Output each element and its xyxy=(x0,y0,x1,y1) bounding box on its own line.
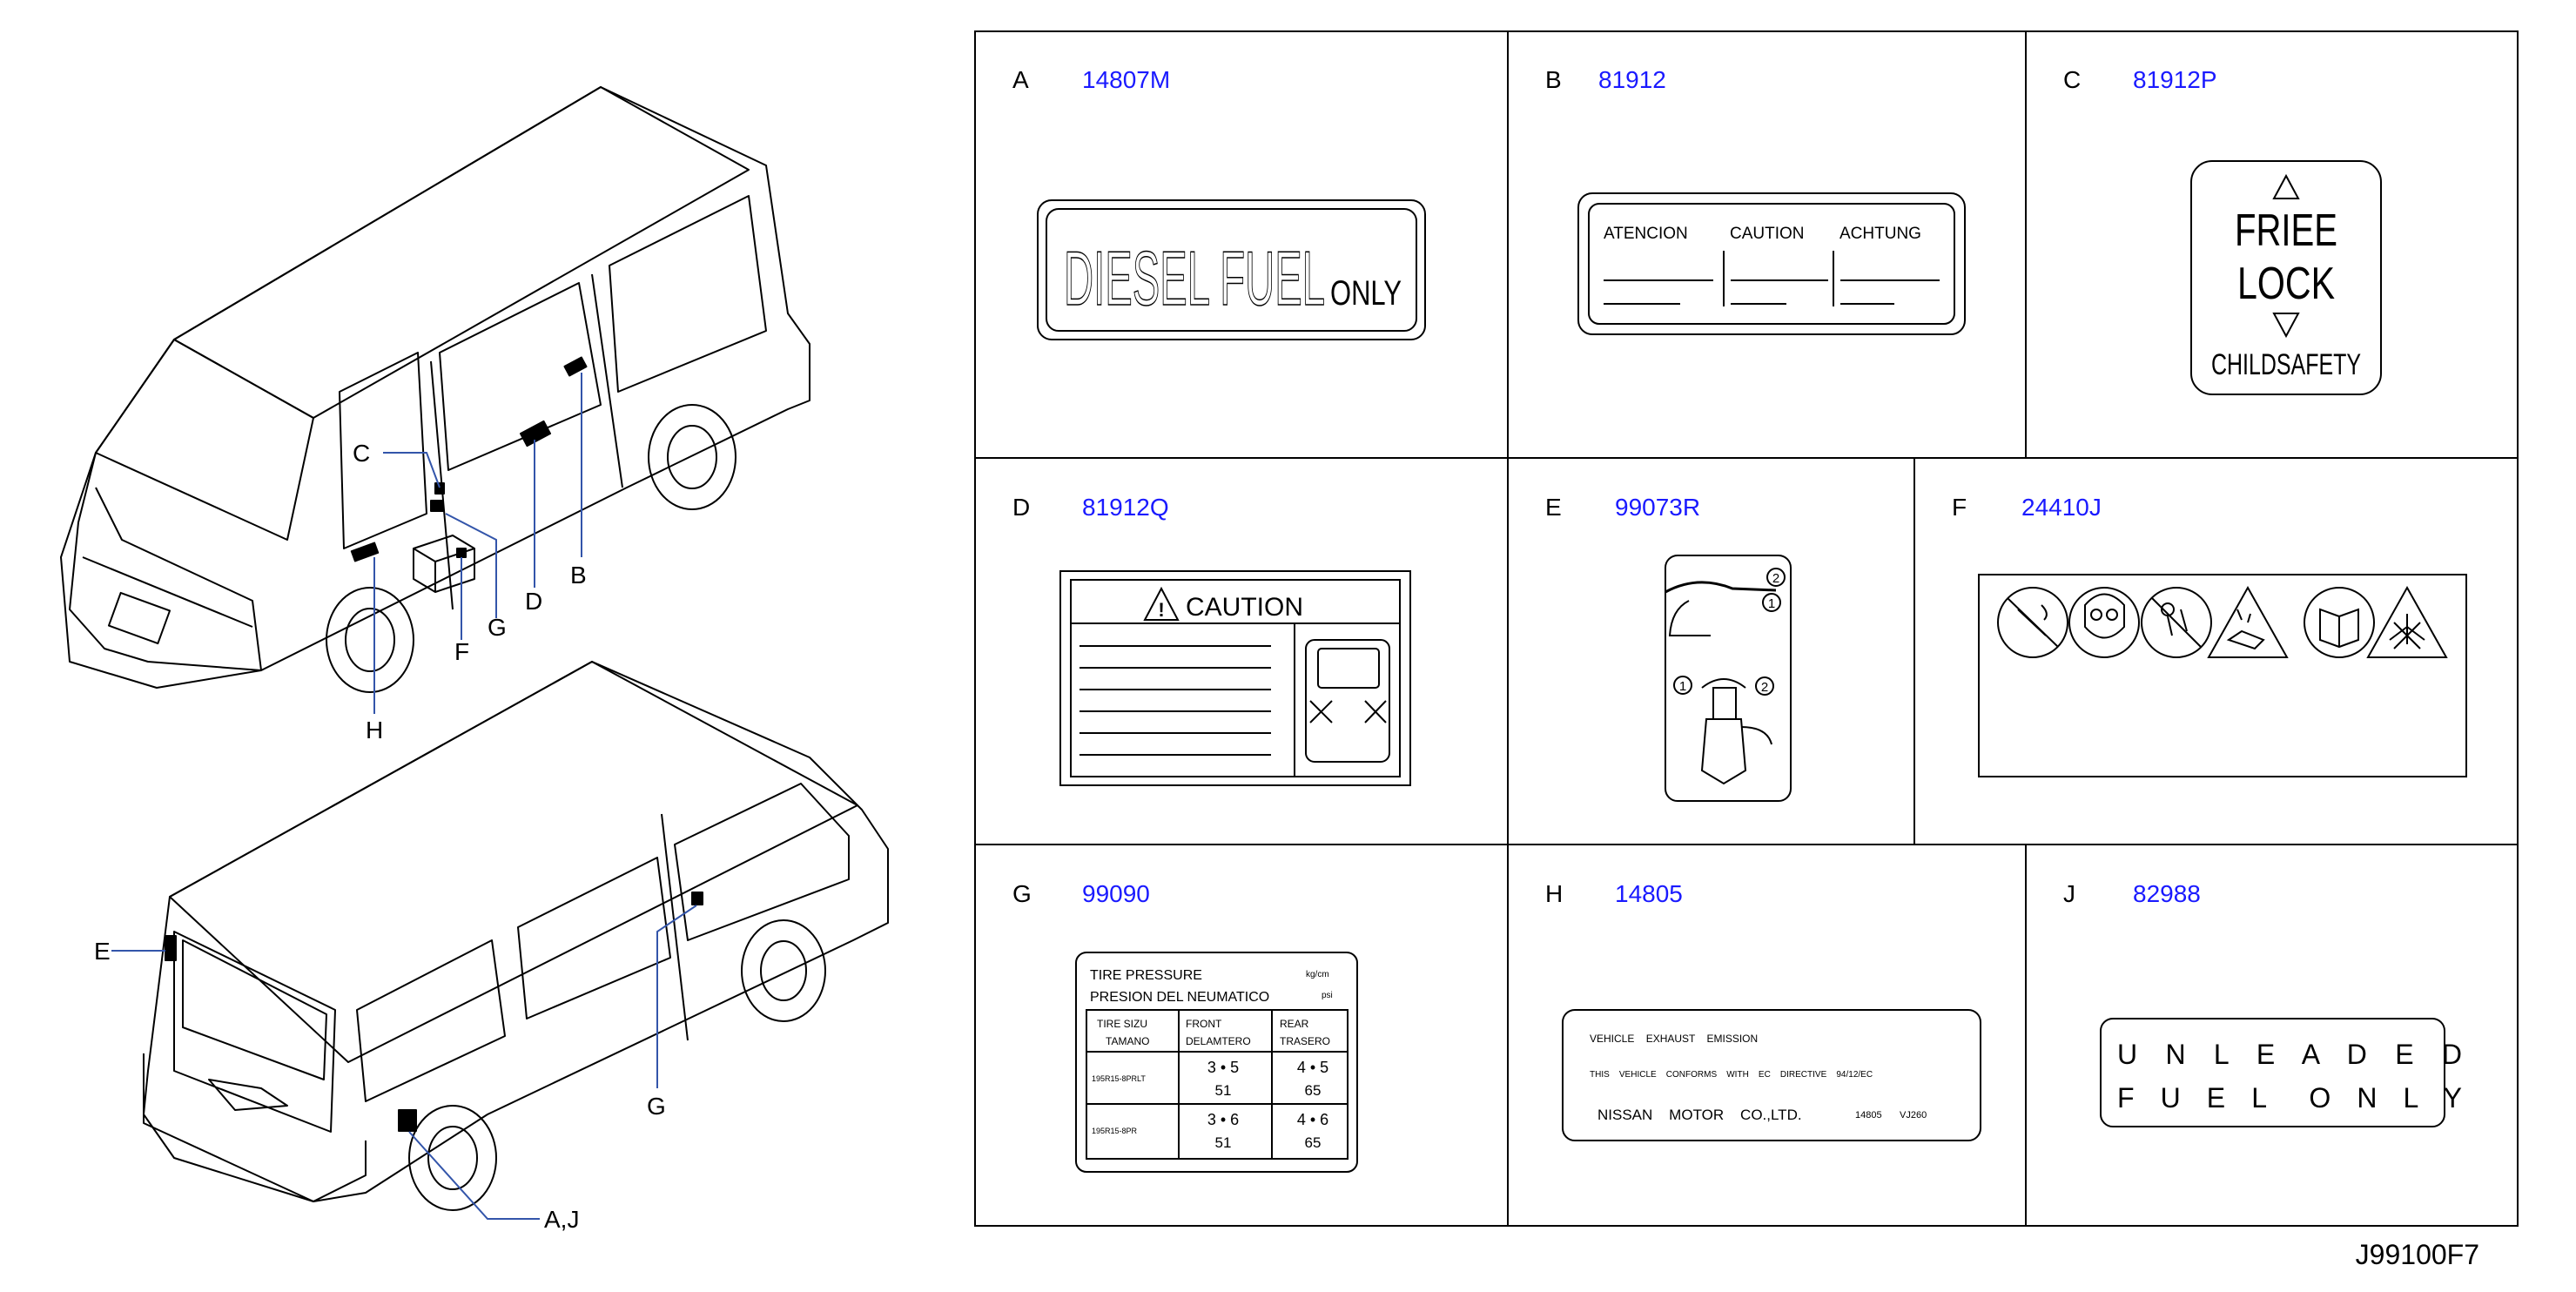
panel-c-letter: C xyxy=(2063,66,2081,93)
panel-g-part: 99090 xyxy=(1082,880,1150,907)
corrosive-icon xyxy=(2207,585,2289,658)
label-g-row2-rear-psi: 65 xyxy=(1305,1134,1322,1151)
read-manual-icon xyxy=(2304,587,2375,658)
label-d-caution: ! CAUTION xyxy=(1059,570,1411,786)
label-a-line2: ONLY xyxy=(1330,274,1402,313)
callout-g: G xyxy=(488,614,507,641)
label-g-row2-rear: 4 • 6 xyxy=(1297,1111,1328,1128)
label-a-line1: DIESEL FUEL xyxy=(1064,235,1325,321)
panel-f-letter: F xyxy=(1952,494,1967,521)
label-h-line1: VEHICLE EXHAUST EMISSION xyxy=(1590,1033,1758,1045)
callout-f: F xyxy=(454,638,469,665)
van-rear-view xyxy=(143,661,889,1211)
panel-g-letter: G xyxy=(1012,880,1032,907)
label-h-emission: VEHICLE EXHAUST EMISSION THIS VEHICLE CO… xyxy=(1562,1009,1981,1141)
label-g-row1-size: 195R15-8PRLT xyxy=(1092,1074,1146,1083)
panel-a-letter: A xyxy=(1012,66,1029,93)
callout-aj: A,J xyxy=(544,1206,579,1233)
van-front-view xyxy=(60,86,810,693)
panel-h-part: 14805 xyxy=(1615,880,1683,907)
van1-callout-lines xyxy=(373,373,582,714)
panel-f-part: 24410J xyxy=(2021,494,2102,521)
panel-headers: A 14807M B 81912 C 81912P D 81912Q E 990… xyxy=(1012,66,2217,907)
label-g-row2-front: 3 • 6 xyxy=(1207,1111,1239,1128)
panel-j-letter: J xyxy=(2063,880,2075,907)
label-d-title: CAUTION xyxy=(1186,593,1303,622)
label-e-cap: 2 1 1 2 xyxy=(1665,555,1792,802)
eye-protection-icon xyxy=(2068,587,2140,658)
panel-b-letter: B xyxy=(1545,66,1562,93)
exclamation-icon: ! xyxy=(1158,599,1164,621)
label-h-code1: 14805 xyxy=(1855,1110,1882,1120)
no-lock-icon-1 xyxy=(1309,700,1333,723)
panel-j-part: 82988 xyxy=(2133,880,2201,907)
label-g-unit1: kg/cm xyxy=(1306,970,1329,979)
callout-c: C xyxy=(353,440,370,467)
panel-a-part: 14807M xyxy=(1082,66,1170,93)
panel-d-part: 81912Q xyxy=(1082,494,1169,521)
panel-b-part: 81912 xyxy=(1598,66,1666,93)
label-a-diesel-fuel: DIESEL FUEL ONLY xyxy=(1037,199,1426,340)
label-e-marker-4: 2 xyxy=(1761,680,1768,695)
label-g-row1-front-psi: 51 xyxy=(1215,1082,1232,1099)
label-f-battery-warnings xyxy=(1978,574,2467,777)
panel-h-letter: H xyxy=(1545,880,1563,907)
label-j-line2: F U E L O N L Y xyxy=(2117,1082,2462,1114)
label-g-tire-pressure: TIRE PRESSURE kg/cm PRESION DEL NEUMATIC… xyxy=(1075,952,1358,1173)
label-j-line1: U N L E A D E D xyxy=(2117,1039,2462,1070)
callout-b: B xyxy=(570,562,587,589)
no-smoking-icon xyxy=(1997,587,2068,658)
keep-children-away-icon xyxy=(2141,587,2212,658)
label-b-heading-3: ACHTUNG xyxy=(1840,225,1921,243)
up-triangle-icon xyxy=(2272,173,2300,199)
panel-e-letter: E xyxy=(1545,494,1562,521)
label-c-line2: LOCK xyxy=(2237,259,2335,309)
van2-callout-lines xyxy=(111,905,697,1220)
diagram-id: J99100F7 xyxy=(2356,1239,2479,1270)
label-g-hdr-front-1: FRONT xyxy=(1186,1018,1222,1030)
warning-triangle-icon xyxy=(1143,586,1180,621)
label-e-marker-1: 2 xyxy=(1772,571,1779,586)
label-c-line1: FRIEE xyxy=(2235,205,2337,256)
label-e-marker-2: 1 xyxy=(1768,596,1775,611)
panel-d-letter: D xyxy=(1012,494,1030,521)
label-b-heading-2: CAUTION xyxy=(1730,225,1805,243)
label-g-row2-size: 195R15-8PR xyxy=(1092,1127,1138,1135)
label-g-hdr-size-1: TIRE SIZU xyxy=(1097,1018,1147,1030)
label-g-hdr-front-2: DELAMTERO xyxy=(1186,1035,1251,1047)
callout-h: H xyxy=(366,717,383,744)
label-g-title-es: PRESION DEL NEUMATICO xyxy=(1090,990,1269,1005)
label-h-line2: THIS VEHICLE CONFORMS WITH EC DIRECTIVE … xyxy=(1590,1070,1873,1080)
van1-callouts: C B D G F H xyxy=(353,440,587,744)
label-h-maker: NISSAN MOTOR CO.,LTD. xyxy=(1597,1107,1802,1123)
label-b-warning: ATENCION CAUTION ACHTUNG xyxy=(1577,192,1966,335)
label-g-hdr-rear-1: REAR xyxy=(1280,1018,1309,1030)
panel-e-part: 99073R xyxy=(1615,494,1700,521)
callout-d: D xyxy=(525,588,542,615)
label-g-row1-front: 3 • 5 xyxy=(1207,1059,1239,1076)
callout-g-rear: G xyxy=(647,1093,666,1120)
label-g-unit2: psi xyxy=(1322,991,1333,1000)
callout-e: E xyxy=(94,938,111,965)
label-j-unleaded: U N L E A D E D F U E L O N L Y xyxy=(2100,1018,2462,1127)
label-h-code2: VJ260 xyxy=(1900,1110,1927,1120)
label-g-row1-rear-psi: 65 xyxy=(1305,1082,1322,1099)
label-b-heading-1: ATENCION xyxy=(1604,225,1688,243)
van2-callouts: E G A,J xyxy=(94,938,666,1233)
label-g-hdr-rear-2: TRASERO xyxy=(1280,1035,1330,1047)
panel-c-part: 81912P xyxy=(2133,66,2217,93)
no-lock-icon-2 xyxy=(1364,700,1387,723)
panel-grid xyxy=(974,30,2519,1227)
explosive-icon xyxy=(2366,585,2448,658)
label-g-title-en: TIRE PRESSURE xyxy=(1090,968,1202,983)
label-e-marker-3: 1 xyxy=(1679,679,1686,694)
label-c-child-safety: FRIEE LOCK CHILDSAFETY xyxy=(2190,160,2382,395)
down-triangle-icon xyxy=(2272,313,2300,339)
label-g-row1-rear: 4 • 5 xyxy=(1297,1059,1328,1076)
label-c-line3: CHILDSAFETY xyxy=(2211,348,2361,381)
label-g-row2-front-psi: 51 xyxy=(1215,1134,1232,1151)
label-g-hdr-size-2: TAMANO xyxy=(1106,1035,1149,1047)
